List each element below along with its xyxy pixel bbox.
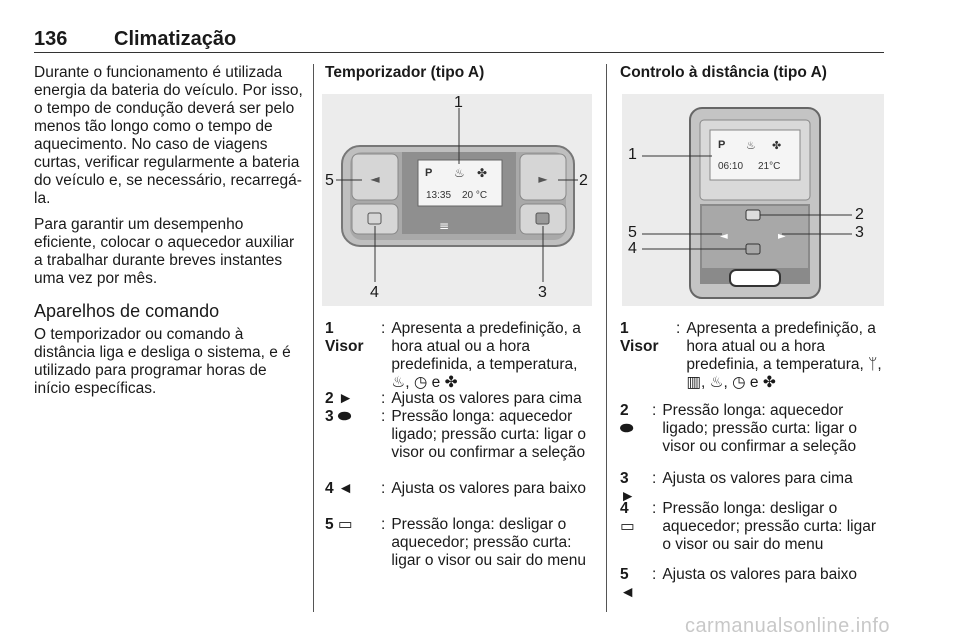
timer-display-temp: 20 °C [462,190,487,201]
timer-item-key: 1 Visor [325,320,364,355]
timer-item-3: 3 ⬬: Pressão longa: aquecedor ligado; pre… [325,408,597,480]
timer-item-key: 3 ⬬ [325,408,352,425]
remote-item-sep: : [652,402,657,419]
remote-display-time: 06:10 [718,161,743,172]
svg-text:►: ► [778,231,786,242]
remote-item-5: 5 ◄: Ajusta os valores para baixo [620,566,886,601]
column-divider-2 [606,64,607,612]
remote-item-text: Ajusta os valores para cima [662,470,853,487]
timer-callout-4: 4 [370,284,379,301]
remote-illustration: P ♨ ✤ 06:10 21°C ◄ ► [642,107,852,299]
remote-callout-4: 4 [628,240,637,257]
svg-text:✤: ✤ [772,139,781,152]
timer-figure: ◄ ► P ♨ ✤ 13:35 20 °C ≡ 1 2 3 4 5 [322,94,592,306]
timer-illustration: ◄ ► P ♨ ✤ 13:35 20 °C ≡ [336,108,578,282]
header-rule [34,52,884,53]
watermark: carmanualsonline.info [684,615,890,637]
timer-callout-5: 5 [325,172,334,189]
timer-item-text: Pressão longa: aquecedor ligado; pressão… [391,408,587,461]
column-3: Controlo à distância (tipo A) [620,64,890,82]
remote-display-temp: 21°C [758,161,780,172]
timer-item-key: 2 ► [325,390,354,407]
timer-item-sep: : [381,408,386,425]
remote-item-sep: : [652,500,657,517]
remote-item-text: Ajusta os valores para baixo [662,566,858,583]
remote-item-text: Pressão longa: desligar o aquecedor; pre… [662,500,876,553]
paragraph-battery: Durante o funcionamento é utilizada ener… [34,64,303,207]
timer-item-2: 2 ►: Ajusta os valores para cima [325,390,597,408]
remote-item-text: Apresenta a predefinição, a hora atual o… [686,320,882,391]
remote-callout-1: 1 [628,146,637,163]
column-1: Durante o funcionamento é utilizada ener… [34,64,304,406]
remote-item-4: 4 ▭: Pressão longa: desligar o aquecedor;… [620,500,886,566]
svg-text:►: ► [538,172,548,186]
timer-item-key: 4 ◄ [325,480,354,497]
remote-item-key: 2 ⬬ [620,402,634,437]
remote-callout-5: 5 [628,224,637,241]
remote-subtitle: Controlo à distância (tipo A) [620,64,827,81]
remote-item-key: 5 ◄ [620,566,636,601]
timer-item-text: Apresenta a predefinição, a hora atual o… [391,320,581,391]
timer-legend: 1 Visor: Apresenta a predefinição, a hora… [325,320,597,572]
remote-item-text: Pressão longa: aquecedor ligado; pressão… [662,402,858,455]
remote-item-3: 3 ►: Ajusta os valores para cima [620,470,886,505]
remote-figure: P ♨ ✤ 06:10 21°C ◄ ► 1 2 3 4 5 [622,94,884,306]
timer-callout-3: 3 [538,284,547,301]
remote-item-key: 4 ▭ [620,500,635,535]
timer-item-sep: : [381,320,386,337]
timer-item-sep: : [381,480,386,497]
timer-callout-1: 1 [454,94,463,111]
timer-subtitle: Temporizador (tipo A) [325,64,485,81]
paragraph-monthly: Para garantir um desempenho eficiente, c… [34,216,295,287]
remote-item-2: 2 ⬬: Pressão longa: aquecedor ligado; pre… [620,402,886,470]
svg-text:◄: ◄ [370,172,380,186]
remote-item-sep: : [676,320,681,337]
column-divider-1 [313,64,314,612]
svg-text:◄: ◄ [720,231,728,242]
page-header: 136 Climatização [34,28,236,51]
paragraph-controls: O temporizador ou comando à distância li… [34,326,291,397]
timer-item-5: 5 ▭: Pressão longa: desligar o aquecedor;… [325,516,597,572]
remote-item-sep: : [652,566,657,583]
timer-item-text: Pressão longa: desligar o aquecedor; pre… [391,516,587,569]
remote-legend: 1 Visor: Apresenta a predefinição, a hora… [620,320,886,601]
remote-item-sep: : [652,470,657,487]
remote-item-1: 1 Visor: Apresenta a predefinição, a hora… [620,320,886,402]
page-title: Climatização [114,28,237,50]
svg-text:≡: ≡ [439,219,449,233]
page-number: 136 [34,28,68,50]
timer-item-4: 4 ◄: Ajusta os valores para baixo [325,480,597,516]
remote-callout-3: 3 [855,224,864,241]
svg-text:♨: ♨ [454,166,465,180]
svg-text:♨: ♨ [746,139,756,152]
timer-display-time: 13:35 [426,190,451,201]
timer-item-sep: : [381,516,386,533]
remote-item-key: 3 ► [620,470,636,505]
timer-callout-2: 2 [579,172,588,189]
remote-item-key: 1 Visor [620,320,659,355]
timer-item-text: Ajusta os valores para baixo [391,480,587,497]
svg-text:✤: ✤ [477,166,487,180]
column-2: Temporizador (tipo A) [325,64,597,82]
remote-callout-2: 2 [855,206,864,223]
timer-item-sep: : [381,390,386,407]
remote-display-p: P [718,139,725,151]
timer-item-text: Ajusta os valores para cima [391,390,582,407]
timer-item-key: 5 ▭ [325,516,353,533]
section-title: Aparelhos de comando [34,301,220,321]
timer-item-1: 1 Visor: Apresenta a predefinição, a hora… [325,320,597,391]
timer-display-p: P [425,167,432,179]
